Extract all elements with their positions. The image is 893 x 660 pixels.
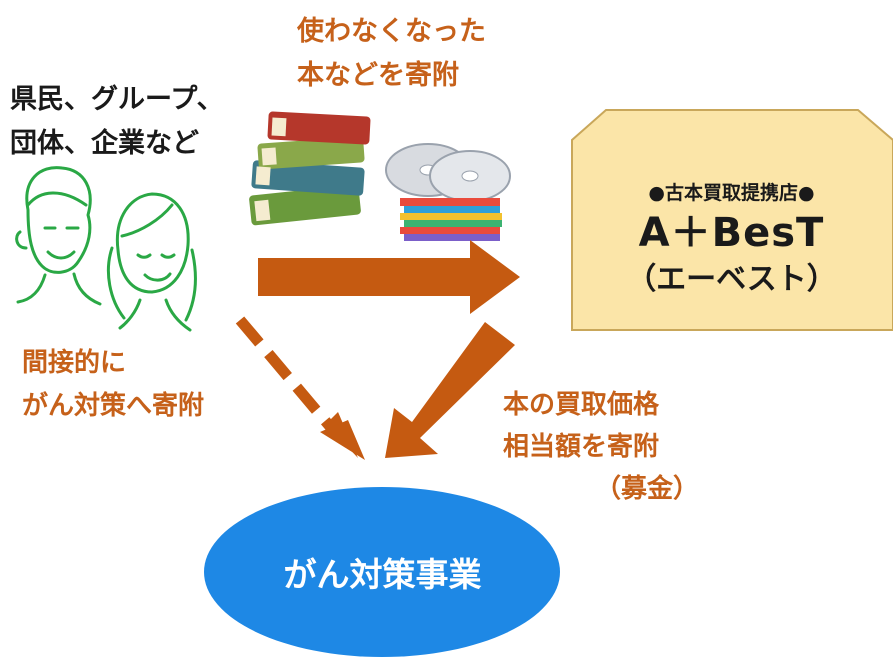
donate-items-line2: 本などを寄附 <box>297 60 459 91</box>
fundraising-arrow <box>385 322 515 458</box>
price-line3: （募金） <box>595 474 700 504</box>
books-icon <box>249 111 371 226</box>
indirect-label: 間接的に がん対策へ寄附 <box>22 342 204 428</box>
donate-items-label: 使わなくなった 本などを寄附 <box>297 10 486 98</box>
discs-icon <box>385 143 511 241</box>
store-subtitle: ●古本買取提携店● <box>648 182 815 204</box>
store-name: A＋BesT <box>638 210 825 256</box>
people-illustration <box>15 166 197 332</box>
price-line1: 本の買取価格 <box>503 390 660 420</box>
donate-items-line1: 使わなくなった <box>297 16 486 47</box>
indirect-line1: 間接的に <box>22 348 127 378</box>
project-label: がん対策事業 <box>283 555 482 594</box>
donors-line1: 県民、グループ、 <box>10 84 224 115</box>
donors-label: 県民、グループ、 団体、企業など <box>10 78 224 166</box>
donors-line2: 団体、企業など <box>10 128 199 159</box>
store-box <box>571 109 893 331</box>
project-ellipse <box>204 487 560 657</box>
store-kana: （エーベスト） <box>626 262 837 297</box>
indirect-arrow <box>235 316 365 460</box>
indirect-line2: がん対策へ寄附 <box>22 391 205 421</box>
donation-arrow <box>258 240 520 314</box>
price-label: 本の買取価格 相当額を寄附 （募金） <box>503 384 699 510</box>
price-line2: 相当額を寄附 <box>503 432 660 462</box>
